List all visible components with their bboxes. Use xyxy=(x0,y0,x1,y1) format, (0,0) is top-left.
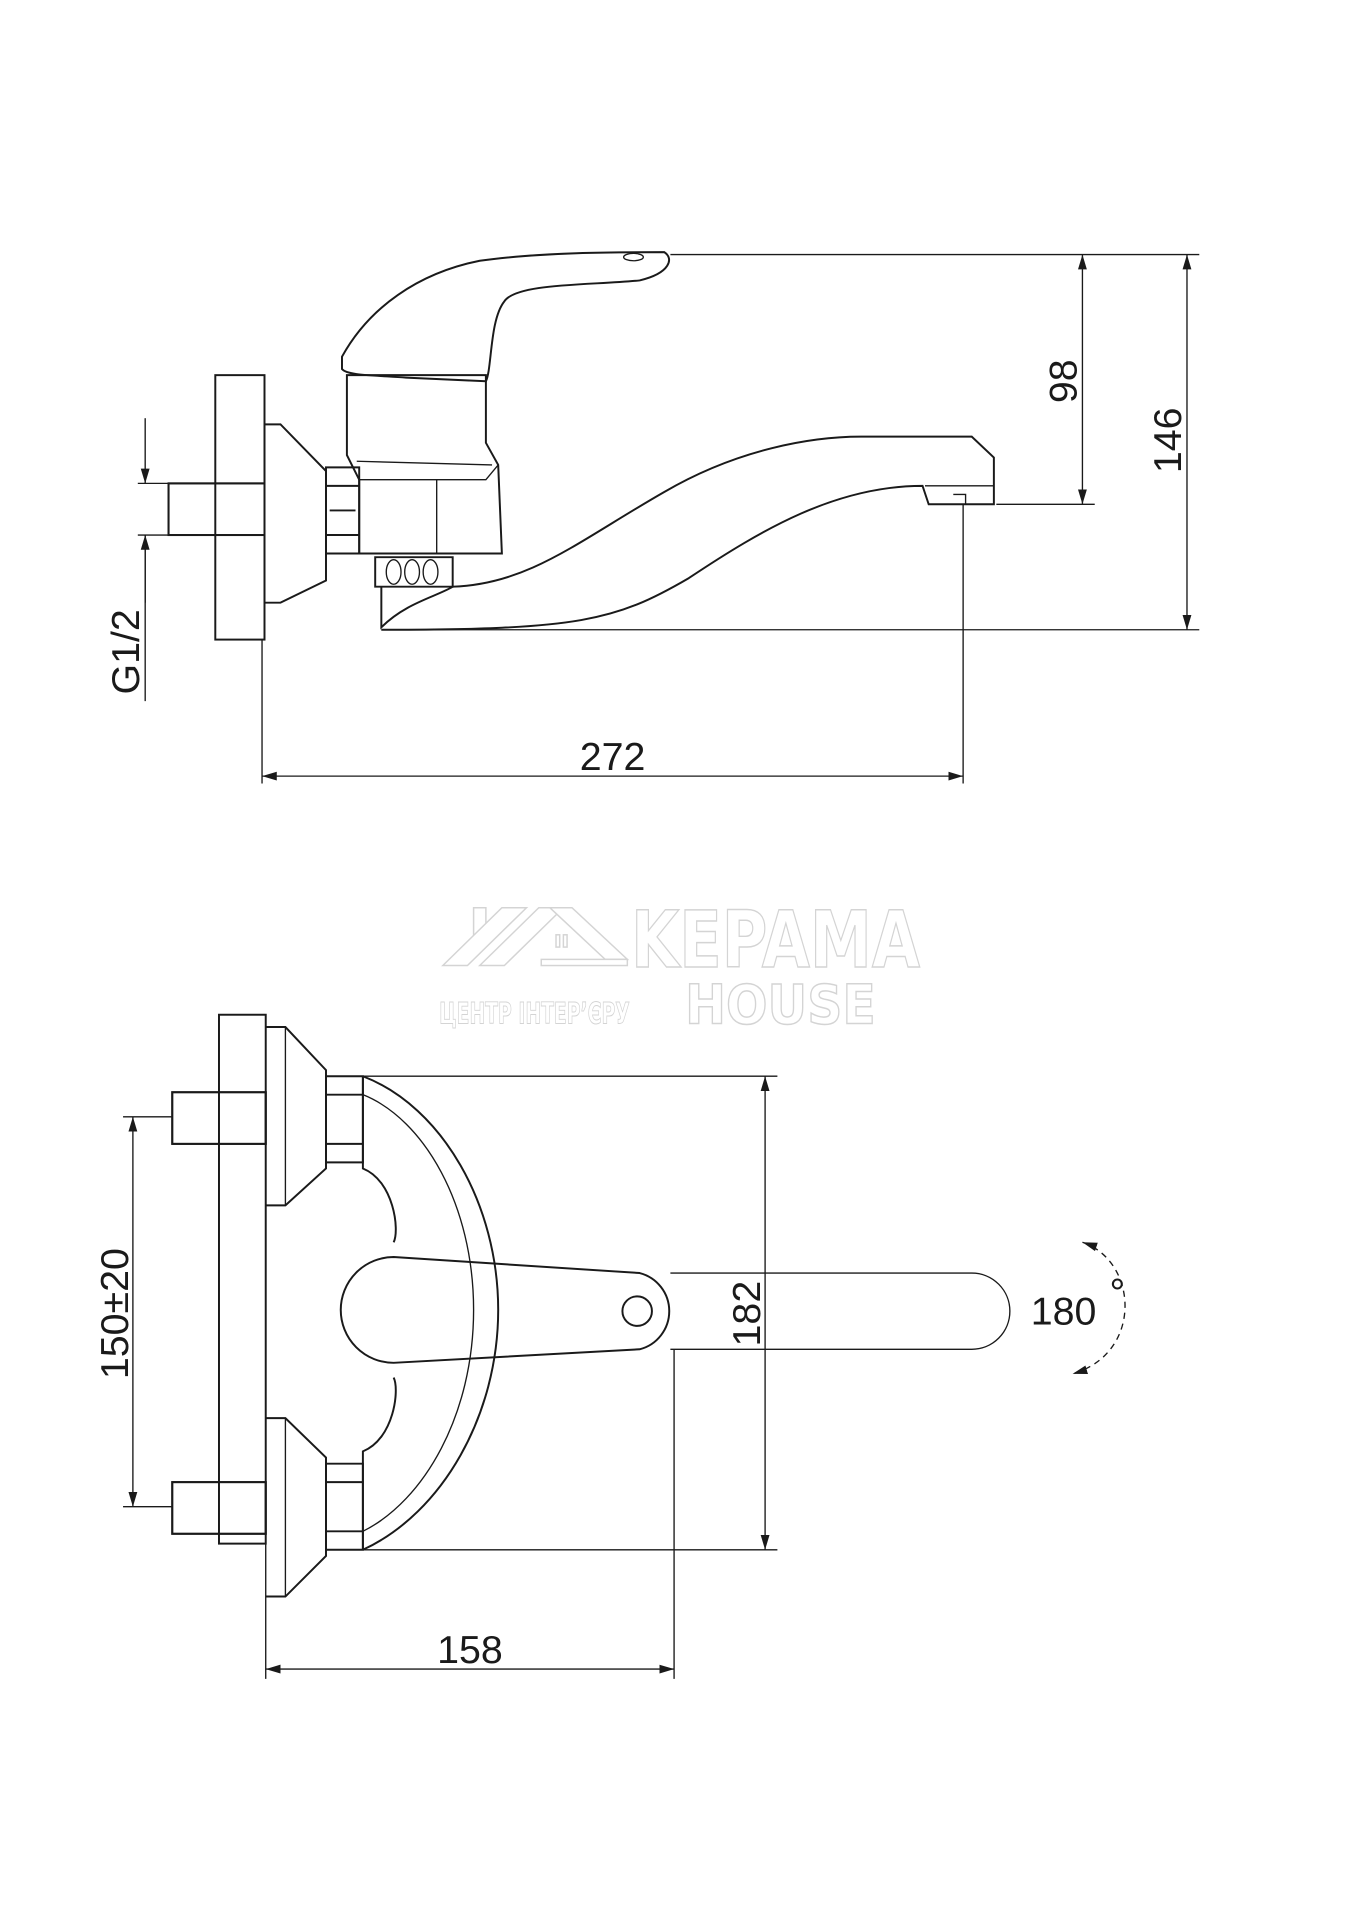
hex-nut xyxy=(325,466,361,555)
flange-bottom xyxy=(265,1417,327,1598)
wall-flange xyxy=(263,423,327,604)
lever-screw-hole xyxy=(621,1295,653,1327)
lever-rotated-outline xyxy=(670,1272,1011,1350)
hex-nut-bottom xyxy=(325,1462,364,1551)
inlet-pipe-bottom xyxy=(171,1481,267,1535)
inlet-pipe-section xyxy=(167,482,266,537)
house-roof-icon xyxy=(441,906,630,967)
hex-nut-top xyxy=(325,1075,364,1164)
dimension-center-distance: 150±20 xyxy=(93,1248,137,1379)
dimension-lines xyxy=(123,1075,1126,1679)
dimension-spout-height: 98 xyxy=(1041,359,1085,403)
wall-section xyxy=(218,1013,267,1545)
dimension-rotation: 180 xyxy=(1031,1290,1097,1334)
side-view: 98 146 G1/2 272 xyxy=(104,251,1200,784)
logo-brand-line1: KEPAMA xyxy=(631,894,920,986)
dimension-lines xyxy=(137,253,1200,784)
dimension-total-height: 146 xyxy=(1146,408,1190,474)
dimension-body-height: 182 xyxy=(725,1281,769,1347)
lever-handle xyxy=(339,1256,671,1364)
dimension-thread: G1/2 xyxy=(104,609,148,694)
front-view: 182 150±20 158 180 ° xyxy=(93,1013,1126,1679)
flange-top xyxy=(265,1026,327,1207)
valve-body-outline xyxy=(361,1075,500,1551)
spout xyxy=(380,435,995,631)
rotation-arc-icon xyxy=(1072,1241,1126,1375)
dimension-reach: 272 xyxy=(580,735,646,779)
wall-section xyxy=(214,374,266,641)
degree-sign: ° xyxy=(1109,1271,1125,1315)
logo-tagline: ЦЕНТР ІНТЕР’ЄРУ xyxy=(439,996,630,1030)
valve-body xyxy=(345,374,503,555)
dimension-depth: 158 xyxy=(437,1628,503,1672)
lever-handle xyxy=(341,251,670,383)
watermark-logo: KEPAMA HOUSE ЦЕНТР ІНТЕР’ЄРУ xyxy=(439,893,921,1037)
inlet-pipe-top xyxy=(171,1091,267,1145)
logo-brand-line2: HOUSE xyxy=(685,973,876,1036)
